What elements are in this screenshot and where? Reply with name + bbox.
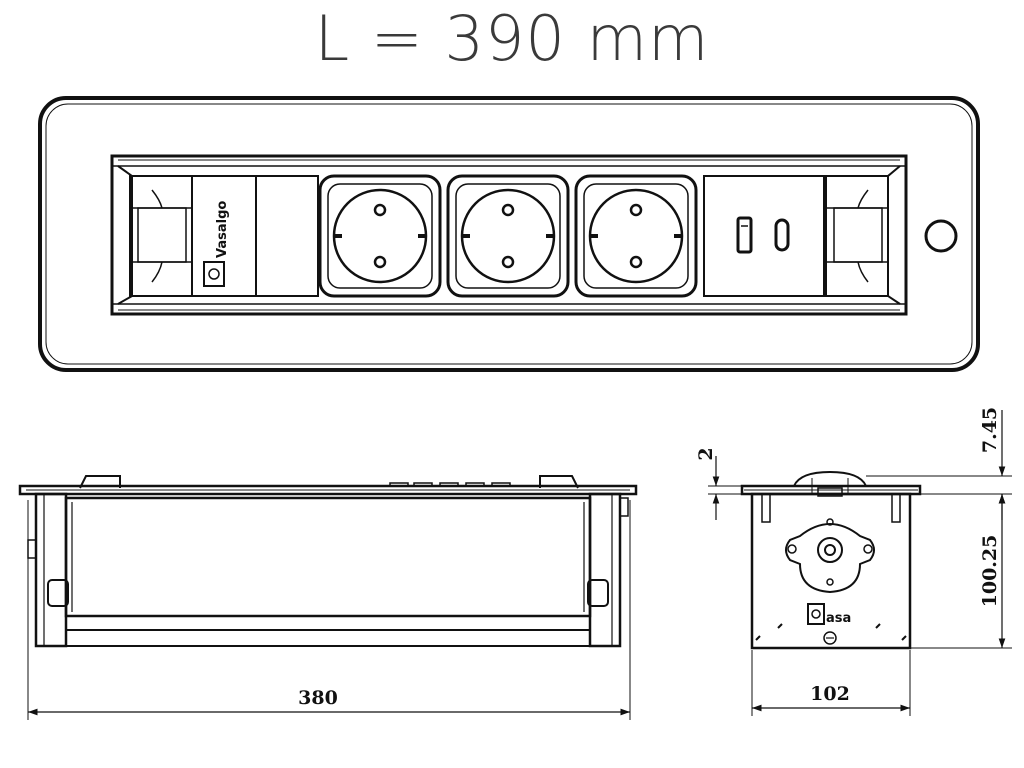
outer-frame bbox=[38, 96, 980, 372]
length-dimension bbox=[27, 500, 631, 720]
lid-label: 7.45 bbox=[979, 407, 1001, 453]
module-strip bbox=[110, 154, 908, 316]
front-view bbox=[18, 475, 638, 648]
height-label: 100.25 bbox=[979, 535, 1001, 608]
schuko-socket-icon bbox=[318, 174, 442, 298]
side-view bbox=[740, 470, 922, 650]
usb-module bbox=[703, 175, 825, 297]
brand-label: Vasalgo bbox=[215, 201, 230, 258]
side-body bbox=[750, 492, 912, 650]
front-flange bbox=[18, 484, 638, 496]
brand-logo-icon bbox=[203, 261, 225, 287]
width-dimension bbox=[751, 650, 911, 716]
left-end-cap bbox=[117, 165, 193, 305]
schuko-socket-icon bbox=[446, 174, 570, 298]
flange-dimension bbox=[708, 456, 742, 520]
side-logo-icon bbox=[807, 603, 825, 625]
length-label: 380 bbox=[298, 687, 338, 709]
drawing-title: L = 390 mm bbox=[314, 2, 710, 75]
width-label: 102 bbox=[810, 683, 850, 705]
wiring-plate-icon bbox=[785, 518, 875, 594]
inner-frame bbox=[45, 103, 973, 365]
screw-icon bbox=[823, 631, 837, 645]
side-brand-label: asa bbox=[826, 611, 851, 626]
blank-module bbox=[255, 175, 319, 297]
flange-label: 2 bbox=[695, 447, 717, 460]
usb-c-port-icon bbox=[774, 218, 790, 252]
front-body bbox=[64, 496, 592, 618]
usb-a-port-icon bbox=[736, 216, 753, 254]
top-view: Vasalgo bbox=[38, 96, 980, 372]
lid-dimension bbox=[866, 410, 1012, 520]
schuko-socket-icon bbox=[574, 174, 698, 298]
lid-hole-icon bbox=[924, 219, 958, 253]
right-end-cap bbox=[825, 165, 901, 305]
